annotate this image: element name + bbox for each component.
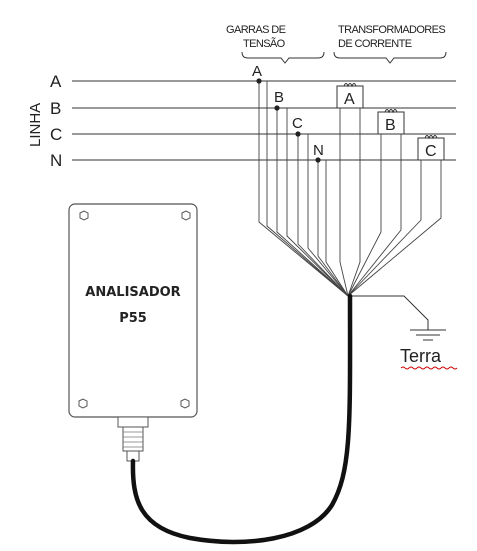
voltage-clamps-header-line2: TENSÃO (243, 37, 286, 50)
ground-label: Terra (400, 346, 442, 366)
clamp-dot-c (295, 131, 301, 137)
clamp-wire-b-2 (286, 108, 349, 297)
current-transformers-header-line2: DE CORRENTE (338, 38, 412, 50)
ct-coil-c (424, 135, 438, 140)
screw-bottom-right (180, 398, 190, 409)
analyzer-name-line2: P55 (119, 311, 147, 326)
ct-wire-c-2 (347, 160, 442, 297)
ct-label-c: C (425, 143, 437, 160)
bus-label-n: N (50, 151, 62, 170)
screw-top-left (79, 210, 89, 221)
clamp-wire-n-2 (325, 160, 349, 297)
clamp-label-a: A (252, 63, 262, 80)
clamp-label-n: N (313, 142, 324, 159)
ct-coil-a (343, 83, 357, 88)
screw-top-right (181, 210, 191, 221)
bus-label-c: C (50, 125, 62, 144)
clamp-dot-a (256, 78, 262, 84)
ct-coil-b (384, 109, 398, 114)
current-transformer-b (377, 111, 405, 135)
clamp-label-b: B (274, 89, 284, 106)
ct-label-a: A (344, 91, 355, 108)
ct-wire-c-1 (347, 160, 422, 297)
main-cable (130, 293, 353, 545)
clamp-dot-n (315, 157, 321, 163)
ct-label-b: B (385, 117, 396, 134)
connector-base (117, 416, 149, 428)
clamp-wire-n (317, 160, 349, 297)
ct-wire-a-1 (339, 108, 349, 297)
ct-wire-a-2 (347, 108, 361, 297)
bus-label-b: B (50, 99, 61, 118)
bus-label-a: A (50, 72, 62, 91)
ct-wire-b-2 (347, 134, 402, 297)
voltage-clamps-bracket (241, 51, 325, 64)
line-group-label: LINHA (27, 103, 44, 147)
current-transformers-bracket (333, 51, 447, 64)
clamp-dot-b (274, 105, 280, 111)
analyzer-name-line1: ANALISADOR (85, 285, 180, 300)
clamp-wire-c (297, 134, 349, 297)
current-transformer-c (417, 137, 445, 161)
clamp-wire-a (258, 81, 349, 297)
current-transformers-header-line1: TRANSFORMADORES (338, 24, 445, 36)
clamp-wire-a-2 (266, 81, 349, 297)
clamp-wire-c-2 (307, 134, 349, 297)
ground-label-underline (400, 366, 458, 370)
ground-wire (348, 295, 429, 330)
clamp-wire-b (276, 108, 349, 297)
clamp-label-c: C (292, 115, 303, 132)
current-transformer-a (336, 85, 364, 109)
ct-wire-b-1 (347, 134, 382, 297)
voltage-clamps-header-line1: GARRAS DE (226, 24, 286, 36)
screw-bottom-left (78, 398, 88, 409)
